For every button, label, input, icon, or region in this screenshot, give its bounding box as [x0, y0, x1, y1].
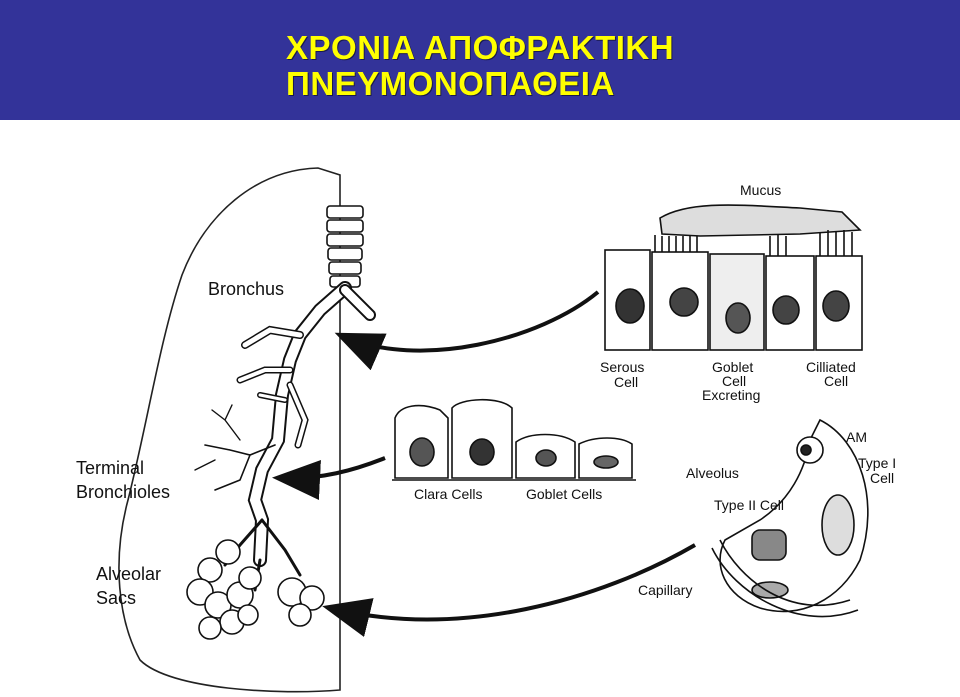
bronchial-tree: [194, 281, 376, 592]
label-alveolar-sacs-1: Alveolar: [96, 564, 161, 584]
label-type-1-a: Type I: [858, 455, 896, 471]
label-alveolar-sacs-2: Sacs: [96, 588, 136, 608]
title-banner: ΧΡΟΝΙΑ ΑΠΟΦΡΑΚΤΙΚΗ ΠΝΕΥΜΟΝΟΠΑΘΕΙΑ: [0, 0, 960, 120]
label-bronchus: Bronchus: [208, 279, 284, 299]
arrow-to-alveolar-sacs: [322, 543, 697, 637]
label-goblet-cells: Goblet Cells: [526, 486, 602, 502]
label-clara-cells: Clara Cells: [414, 486, 482, 502]
label-mucus: Mucus: [740, 182, 781, 198]
alveolus-detail: [711, 418, 869, 618]
label-serous-2: Cell: [614, 374, 638, 390]
page-title-line-2: ΠΝΕΥΜΟΝΟΠΑΘΕΙΑ: [286, 65, 615, 102]
bronchial-epithelium: [604, 204, 863, 351]
label-serous-1: Serous: [600, 359, 644, 375]
label-goblet-2: Cell: [722, 373, 746, 389]
label-ciliated-1: Cilliated: [806, 359, 856, 375]
arrow-to-bronchioles: [272, 456, 386, 500]
lung-outline: [118, 167, 341, 693]
airway-diagram: Bronchus Terminal Bronchioles Alveolar S…: [76, 167, 896, 693]
trachea: [326, 205, 364, 288]
label-terminal-bronchioles-2: Bronchioles: [76, 482, 170, 502]
label-goblet-1: Goblet: [712, 359, 753, 375]
label-goblet-3: Excreting: [702, 387, 760, 403]
label-ciliated-2: Cell: [824, 373, 848, 389]
label-alveolus: Alveolus: [686, 465, 739, 481]
label-type-1-b: Cell: [870, 470, 894, 486]
clara-goblet-cells: [392, 398, 636, 481]
label-am: AM: [846, 429, 867, 445]
arrow-to-bronchus: [334, 290, 600, 371]
label-type-2: Type II Cell: [714, 497, 784, 513]
label-terminal-bronchioles-1: Terminal: [76, 458, 144, 478]
page-title-line-1: ΧΡΟΝΙΑ ΑΠΟΦΡΑΚΤΙΚΗ: [286, 29, 675, 66]
label-capillary: Capillary: [638, 582, 692, 598]
alveolar-sacs: [186, 539, 325, 640]
